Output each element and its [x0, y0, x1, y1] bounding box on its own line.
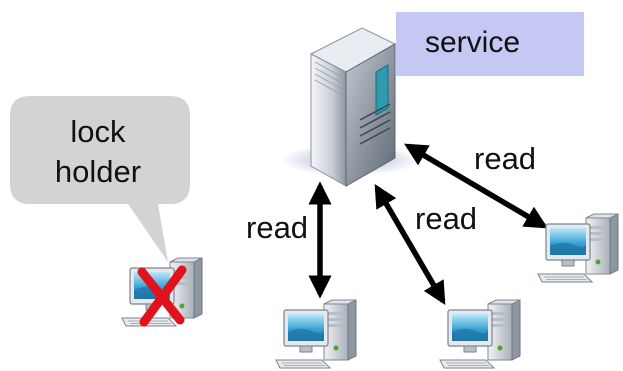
read-label-3: read	[474, 141, 537, 176]
desktop-computer-icon	[275, 299, 357, 369]
server-tower-icon	[280, 27, 420, 187]
read-arrow-2	[374, 184, 446, 305]
read-arrow-3	[404, 143, 548, 229]
read-label-2: read	[415, 201, 478, 236]
lock-holder-label: lock holder	[10, 112, 186, 192]
desktop-computer-icon	[439, 299, 521, 369]
red-x-icon	[137, 265, 187, 327]
lock-holder-line-2: holder	[54, 154, 142, 189]
read-label-1: read	[246, 210, 309, 245]
desktop-computer-icon	[537, 213, 619, 283]
service-label: service	[425, 26, 521, 59]
service-box	[396, 12, 584, 76]
lock-holder-bubble	[10, 96, 190, 262]
lock-holder-line-1: lock	[70, 114, 126, 149]
